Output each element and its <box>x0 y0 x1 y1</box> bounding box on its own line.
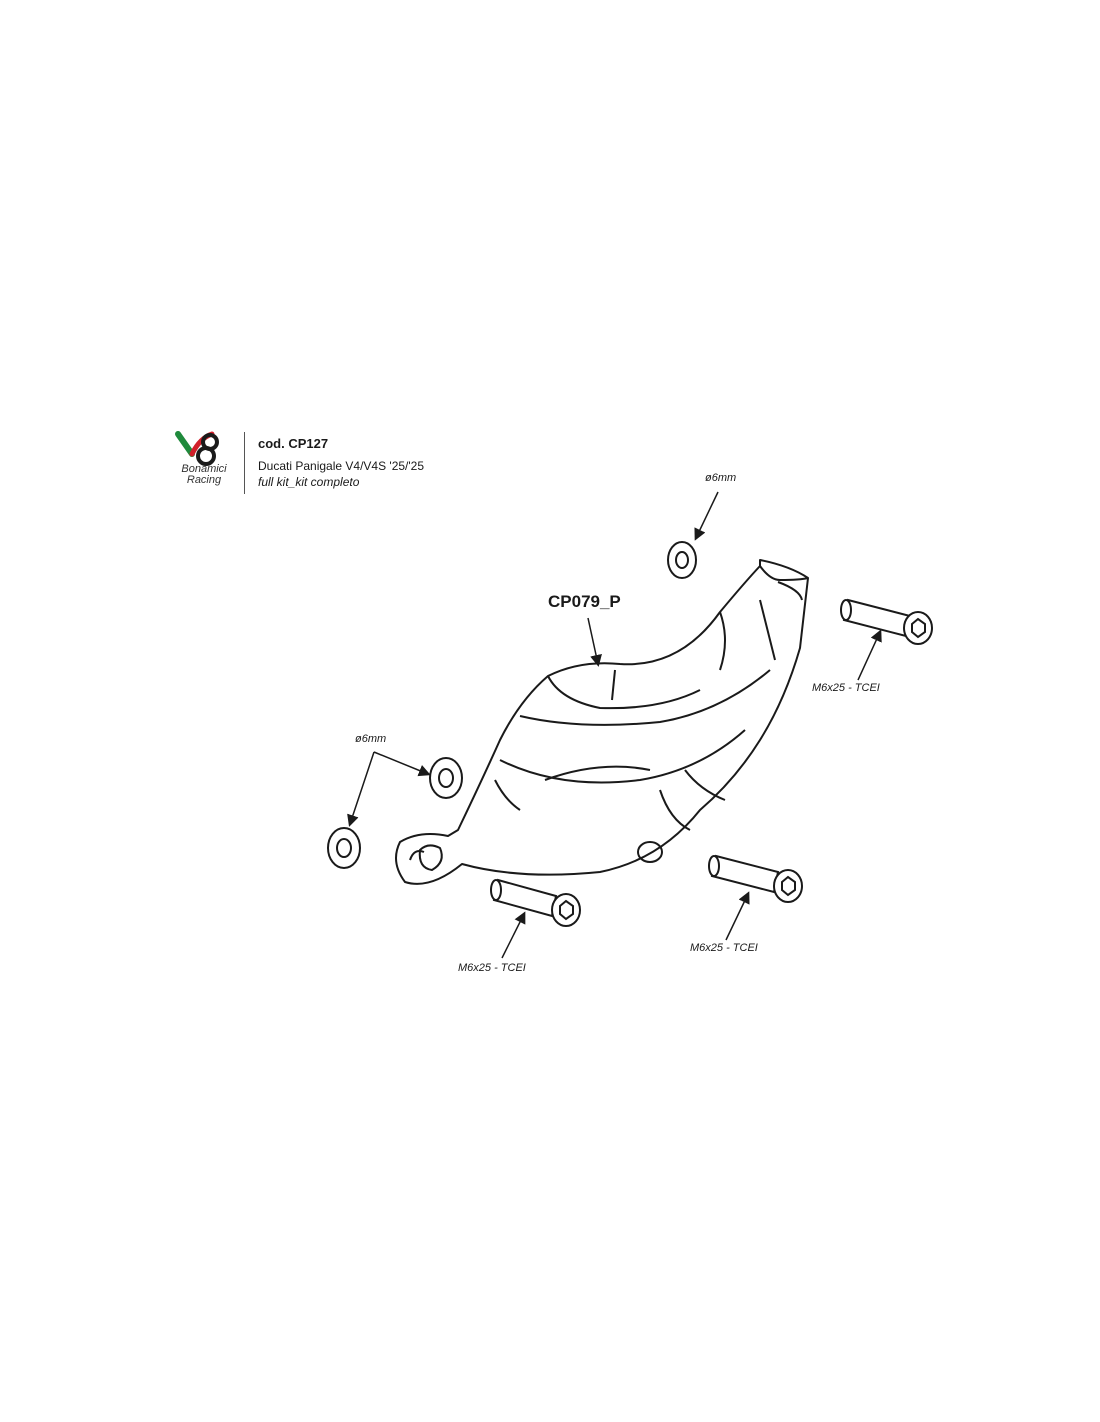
arrow-washer-left-upper <box>373 751 431 777</box>
bolt-right <box>840 598 933 645</box>
label-washer-top: ø6mm <box>705 472 737 484</box>
washer-left-lower <box>327 827 361 869</box>
logo-wordmark: Bonamici Racing <box>174 464 234 486</box>
washer-left-upper <box>429 757 463 799</box>
header-block: Bonamici Racing cod. CP127 Ducati Paniga… <box>172 428 532 498</box>
arrow-bolt-right <box>857 629 882 681</box>
arrow-washer-top <box>694 491 719 541</box>
header-divider <box>244 432 245 494</box>
logo-text-line1: Bonamici <box>181 463 227 475</box>
label-bolt-right: M6x25 - TCEI <box>812 682 880 694</box>
kit-description: full kit_kit completo <box>258 475 360 489</box>
product-model: Ducati Panigale V4/V4S '25/'25 <box>258 459 425 473</box>
product-code: cod. CP127 <box>258 436 329 451</box>
leader-lines <box>347 491 882 959</box>
bonamici-logo <box>175 431 219 466</box>
washer-top <box>667 541 697 579</box>
label-bolt-bottom-right: M6x25 - TCEI <box>690 942 758 954</box>
bolt-bottom-right <box>708 854 803 903</box>
label-bolt-bottom-left: M6x25 - TCEI <box>458 962 526 974</box>
label-cover-part: CP079_P <box>548 592 621 611</box>
arrow-washer-left-lower <box>347 751 375 827</box>
logo-text-line2: Racing <box>186 474 222 486</box>
bolt-bottom-left <box>490 878 581 927</box>
engine-cover-part <box>395 559 809 885</box>
arrow-bolt-bottom-right <box>725 891 750 941</box>
arrow-bolt-bottom-left <box>501 911 526 959</box>
arrow-cover <box>587 617 602 667</box>
label-washer-left: ø6mm <box>355 733 387 745</box>
